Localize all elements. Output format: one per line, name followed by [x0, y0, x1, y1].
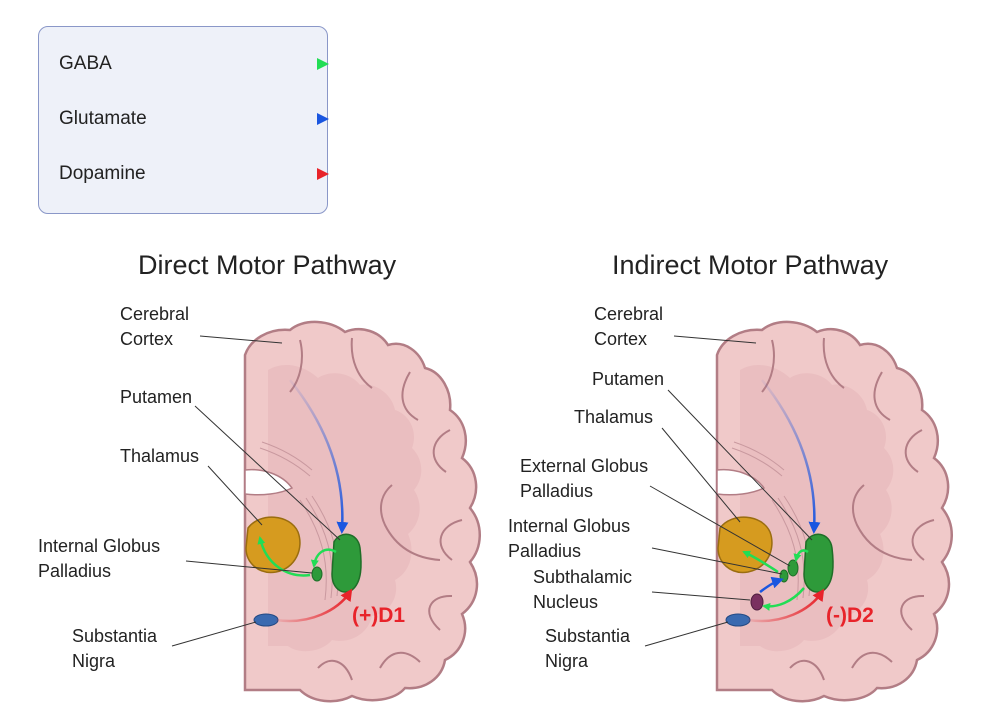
- indirect-label-sn-2: Nigra: [545, 651, 589, 671]
- gaba-arrow-icon: [213, 58, 329, 70]
- direct-gaba-arrow-2: [257, 536, 311, 577]
- direct-leader-putamen: [194, 405, 341, 541]
- indirect-label-cortex-2: Cortex: [594, 329, 647, 349]
- direct-label-sn-1: Substantia: [72, 626, 158, 646]
- indirect-gpe-structure: [787, 559, 799, 577]
- indirect-label-stn-2: Nucleus: [533, 592, 598, 612]
- direct-brain: [243, 320, 482, 703]
- indirect-label-sn-1: Substantia: [545, 626, 631, 646]
- indirect-dopamine-arrow: [747, 588, 825, 623]
- indirect-leader-cortex: [673, 335, 757, 344]
- direct-leader-thalamus: [207, 465, 263, 526]
- indirect-leader-stn: [651, 591, 751, 601]
- direct-label-thalamus: Thalamus: [120, 446, 199, 466]
- direct-glutamate-arrow: [289, 379, 349, 534]
- indirect-leader-thalamus: [661, 427, 741, 523]
- indirect-leader-gpi: [651, 547, 783, 575]
- direct-gaba-arrow-1: [310, 548, 337, 568]
- indirect-glutamate-arrow-2: [759, 576, 784, 594]
- direct-label-gpi-1: Internal Globus: [38, 536, 160, 556]
- legend-label: Glutamate: [59, 108, 147, 129]
- direct-gpi-structure: [311, 566, 323, 582]
- direct-label-sn-2: Nigra: [72, 651, 116, 671]
- direct-label-putamen: Putamen: [120, 387, 192, 407]
- indirect-stn-structure: [750, 593, 764, 611]
- indirect-gaba-arrow-1: [793, 549, 809, 562]
- legend-item-dopamine: Dopamine: [59, 162, 329, 186]
- indirect-label-gpe-1: External Globus: [520, 456, 648, 476]
- indirect-label-gpe-2: Palladius: [520, 481, 593, 501]
- indirect-brain: [715, 320, 954, 703]
- indirect-label-gpi-1: Internal Globus: [508, 516, 630, 536]
- direct-pathway-title: Direct Motor Pathway: [138, 250, 397, 280]
- legend-label: Dopamine: [59, 163, 146, 184]
- legend-box: GABA Glutamate Dopamine: [38, 26, 329, 214]
- indirect-label-gpi-2: Palladius: [508, 541, 581, 561]
- indirect-label-cortex-1: Cerebral: [594, 304, 663, 324]
- direct-leader-gpi: [185, 560, 313, 574]
- legend-label: GABA: [59, 53, 112, 74]
- indirect-pathway-title: Indirect Motor Pathway: [612, 250, 889, 280]
- indirect-glutamate-arrow-1: [761, 379, 821, 534]
- legend-item-gaba: GABA: [59, 52, 329, 76]
- indirect-label-thalamus: Thalamus: [574, 407, 653, 427]
- indirect-receptor-label: (-)D2: [826, 604, 874, 627]
- direct-leader-cortex: [199, 335, 283, 344]
- indirect-gaba-arrow-3: [762, 587, 805, 611]
- legend-item-glutamate: Glutamate: [59, 107, 329, 131]
- direct-label-cortex-1: Cerebral: [120, 304, 189, 324]
- glutamate-arrow-icon: [213, 113, 329, 125]
- indirect-leader-putamen: [667, 389, 813, 541]
- indirect-leader-sn: [644, 621, 729, 647]
- direct-leader-sn: [171, 621, 257, 647]
- direct-label-cortex-2: Cortex: [120, 329, 173, 349]
- indirect-gpi-structure: [779, 569, 789, 583]
- indirect-leader-gpe: [649, 485, 791, 567]
- direct-receptor-label: (+)D1: [352, 604, 405, 627]
- indirect-label-stn-1: Subthalamic: [533, 567, 632, 587]
- direct-dopamine-arrow: [275, 588, 353, 623]
- indirect-gaba-arrow-2: [742, 550, 779, 574]
- indirect-label-putamen: Putamen: [592, 369, 664, 389]
- dopamine-arrow-icon: [213, 168, 329, 180]
- direct-label-gpi-2: Palladius: [38, 561, 111, 581]
